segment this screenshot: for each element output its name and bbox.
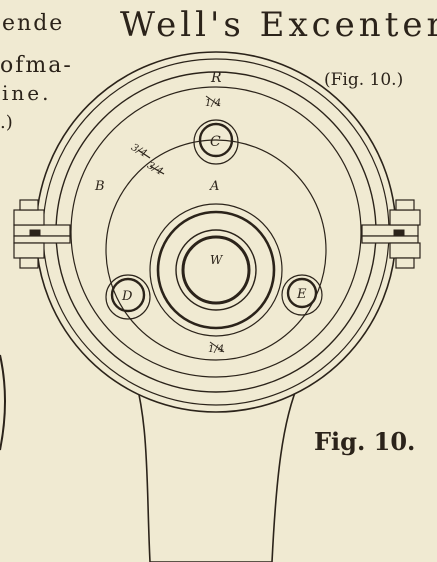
eccentric-rod bbox=[129, 359, 301, 562]
pin-c-inner bbox=[198, 122, 234, 158]
figure-caption-top: (Fig. 10.) bbox=[324, 70, 403, 90]
eccentric-disc-b bbox=[70, 86, 362, 378]
label-a: A bbox=[209, 179, 219, 194]
label-w: W bbox=[210, 253, 224, 267]
pin-e-inner bbox=[286, 277, 318, 309]
adjacent-figure-arc bbox=[0, 354, 6, 451]
pin-e-outer bbox=[281, 274, 323, 316]
right-bolt-lug bbox=[361, 199, 421, 269]
fraction-left-mark-1 bbox=[137, 149, 151, 159]
label-pin-c: C bbox=[210, 134, 221, 150]
fraction-left-mark-2 bbox=[149, 165, 165, 175]
label-pin-e: E bbox=[296, 287, 307, 302]
label-fraction-bottom: 1/4 bbox=[208, 344, 224, 355]
fraction-top-mark bbox=[205, 95, 221, 107]
label-fraction-top: 1/4 bbox=[205, 98, 221, 109]
side-text-line-1: ende bbox=[2, 11, 64, 36]
side-text-line-2: ofma- bbox=[0, 53, 73, 78]
pin-d-outer bbox=[105, 274, 151, 320]
hub-inner bbox=[156, 210, 276, 330]
side-text-line-4: .) bbox=[0, 112, 13, 133]
label-pin-d: D bbox=[121, 289, 133, 304]
page-title: Well's Excenter. bbox=[120, 5, 437, 45]
shaft-w-ring bbox=[175, 229, 257, 311]
pin-c-outer bbox=[193, 119, 239, 165]
label-b: B bbox=[94, 179, 105, 194]
side-text-line-3: ine. bbox=[2, 81, 51, 105]
figure-caption-bottom: Fig. 10. bbox=[314, 427, 415, 456]
hub-outer bbox=[149, 203, 283, 337]
left-bolt-lug bbox=[13, 199, 71, 269]
fraction-bottom-mark bbox=[209, 341, 225, 353]
shaft-w bbox=[181, 235, 251, 305]
eccentric-disc-a bbox=[105, 139, 327, 361]
label-ring-r: R bbox=[210, 70, 222, 86]
pin-d-inner bbox=[110, 277, 146, 313]
